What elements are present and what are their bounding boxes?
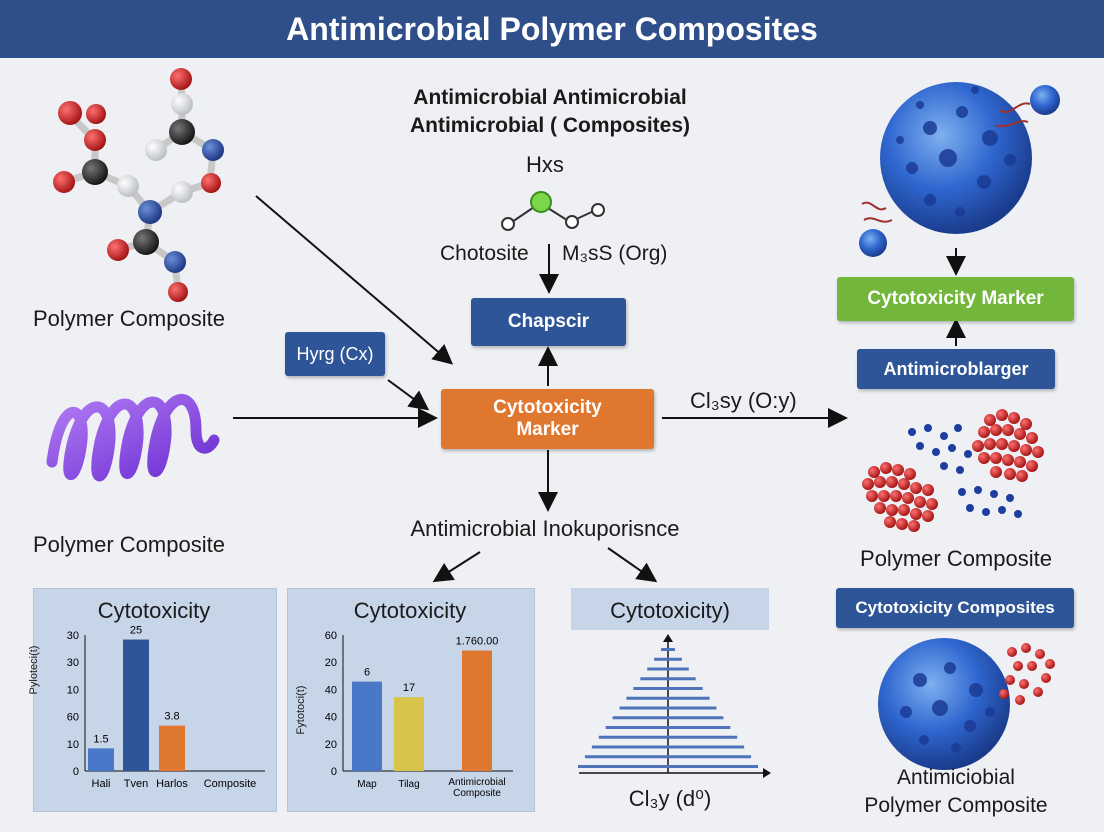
bar — [352, 681, 382, 771]
formula-label: Hxs — [526, 152, 564, 177]
molecule-label: Polymer Composite — [33, 306, 225, 331]
x-axis-arrow — [763, 768, 771, 778]
bar — [661, 648, 675, 651]
right-arrow-label: Cl₃sy (O:y) — [690, 388, 797, 413]
sub-left-label: Chotosite — [440, 242, 529, 265]
chapscir-box[interactable]: Chapscir — [471, 298, 626, 346]
y-tick-label: 30 — [67, 630, 79, 642]
bar — [394, 697, 424, 771]
bar — [584, 755, 752, 759]
y-tick-label: 30 — [67, 657, 79, 669]
chart3-title-band — [571, 588, 769, 630]
x-tick-label: Composite — [453, 788, 501, 799]
x-tick-label: Map — [357, 779, 377, 790]
bar — [598, 735, 738, 739]
y-tick-label: 60 — [325, 630, 337, 642]
y-axis-arrow — [663, 634, 673, 642]
chart3-title: Cytotoxicity) — [610, 598, 730, 623]
right-polymer-label: Polymer Composite — [860, 546, 1052, 571]
bar-value-label: 25 — [130, 625, 142, 637]
page-title: Antimicrobial Polymer Composites — [0, 0, 1104, 58]
helix-icon — [46, 394, 220, 482]
bar — [640, 677, 696, 681]
particle-cluster-icon — [862, 409, 1044, 532]
bar — [159, 725, 185, 771]
arrow-hyrg-to-center — [387, 379, 430, 411]
bar-value-label: 3.8 — [164, 711, 179, 723]
cytotoxicity-composites-box[interactable]: Cytotoxicity Composites — [836, 588, 1074, 628]
arrow-to-chart2 — [432, 551, 481, 583]
y-tick-label: 0 — [331, 766, 337, 778]
bar — [612, 716, 724, 720]
antimicroblarger-box[interactable]: Antimicroblarger — [857, 349, 1055, 389]
chart3-svg — [578, 634, 771, 778]
bottom-center-label: Antimicrobial Inokuporisnce — [410, 516, 680, 541]
right-bottom-label-2: Polymer Composite — [864, 794, 1048, 817]
top-text-line1: Antimicrobial Antimicrobial — [413, 86, 687, 109]
molecule-icon — [53, 68, 224, 302]
bar — [462, 650, 492, 771]
arrow-molecule-to-center — [255, 195, 454, 365]
y-tick-label: 10 — [67, 684, 79, 696]
y-tick-label: 20 — [325, 657, 337, 669]
y-tick-label: 40 — [325, 712, 337, 724]
top-text-line2: Antimicrobial ( Composites) — [409, 114, 691, 137]
small-molecule-icon — [501, 191, 605, 231]
bar — [626, 696, 710, 700]
x-tick-label: Tven — [124, 778, 148, 790]
bacteria-sphere-icon — [859, 82, 1060, 257]
x-tick-label: Harlos — [156, 778, 188, 790]
chart1-panel — [33, 588, 277, 812]
bar — [578, 765, 758, 768]
x-tick-label: Antimicrobial — [448, 777, 505, 788]
helix-label: Polymer Composite — [33, 532, 225, 557]
y-tick-label: 60 — [67, 712, 79, 724]
y-tick-label: 20 — [325, 739, 337, 751]
x-tick-label: Hali — [92, 778, 111, 790]
x-tick-label: Composite — [204, 778, 257, 790]
y-tick-label: 40 — [325, 684, 337, 696]
bar — [591, 745, 745, 749]
y-tick-label: 0 — [73, 766, 79, 778]
central-marker-box[interactable]: Cytotoxicity Marker — [441, 389, 654, 449]
bar — [88, 748, 114, 771]
bar — [619, 706, 717, 710]
x-tick-label: Tilag — [398, 779, 419, 790]
chart2-title: Cytotoxicity — [353, 598, 467, 623]
hyrg-box[interactable]: Hyrg (Cx) — [285, 332, 385, 376]
chart3-xlabel: Cl₃y (d⁰) — [628, 786, 712, 811]
bar — [123, 639, 149, 771]
right-bottom-label-1: Antimiciobial — [897, 766, 1015, 789]
arrow-to-chart3 — [607, 547, 658, 583]
chart1-title: Cytotoxicity — [97, 598, 211, 623]
bacteria-sphere-bottom-icon — [878, 638, 1055, 770]
bar-value-label: 1.5 — [93, 733, 108, 745]
bar-value-label: 6 — [364, 667, 370, 679]
bar-value-label: 17 — [403, 682, 415, 694]
cytotoxicity-marker-green-box[interactable]: Cytotoxicity Marker — [837, 277, 1074, 321]
bar — [647, 667, 689, 671]
bar — [654, 657, 682, 661]
bar — [633, 687, 703, 690]
bar — [605, 726, 731, 729]
sub-right-label: M₃sS (Org) — [562, 242, 668, 265]
bar-value-label: 1.760.00 — [456, 636, 499, 648]
y-tick-label: 10 — [67, 739, 79, 751]
